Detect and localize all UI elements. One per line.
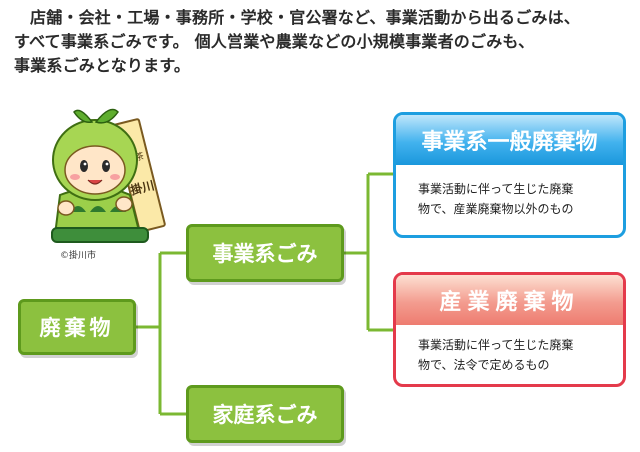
copyright-label: ©掛川市 bbox=[60, 248, 96, 261]
card-industrial-title: 産業廃棄物 bbox=[396, 275, 623, 325]
card-industrial-desc-line-1: 事業活動に伴って生じた廃棄 bbox=[418, 335, 609, 355]
card-industrial-desc-line-2: 物で、法令で定めるもの bbox=[418, 355, 609, 375]
card-general-desc-line-1: 事業活動に伴って生じた廃棄 bbox=[418, 179, 609, 199]
node-waste-root: 廃棄物 bbox=[18, 299, 136, 355]
card-general-desc-line-2: 物で、産業廃棄物以外のもの bbox=[418, 199, 609, 219]
card-industrial-waste: 産業廃棄物 事業活動に伴って生じた廃棄 物で、法令で定めるもの bbox=[393, 272, 626, 387]
mascot-illustration: お茶 掛川 bbox=[30, 100, 175, 250]
card-business-general-waste: 事業系一般廃棄物 事業活動に伴って生じた廃棄 物で、産業廃棄物以外のもの bbox=[393, 112, 626, 238]
node-household-waste: 家庭系ごみ bbox=[186, 385, 344, 443]
node-business-waste: 事業系ごみ bbox=[186, 224, 344, 282]
card-general-description: 事業活動に伴って生じた廃棄 物で、産業廃棄物以外のもの bbox=[396, 165, 623, 219]
card-general-title: 事業系一般廃棄物 bbox=[396, 115, 623, 165]
card-industrial-description: 事業活動に伴って生じた廃棄 物で、法令で定めるもの bbox=[396, 325, 623, 375]
